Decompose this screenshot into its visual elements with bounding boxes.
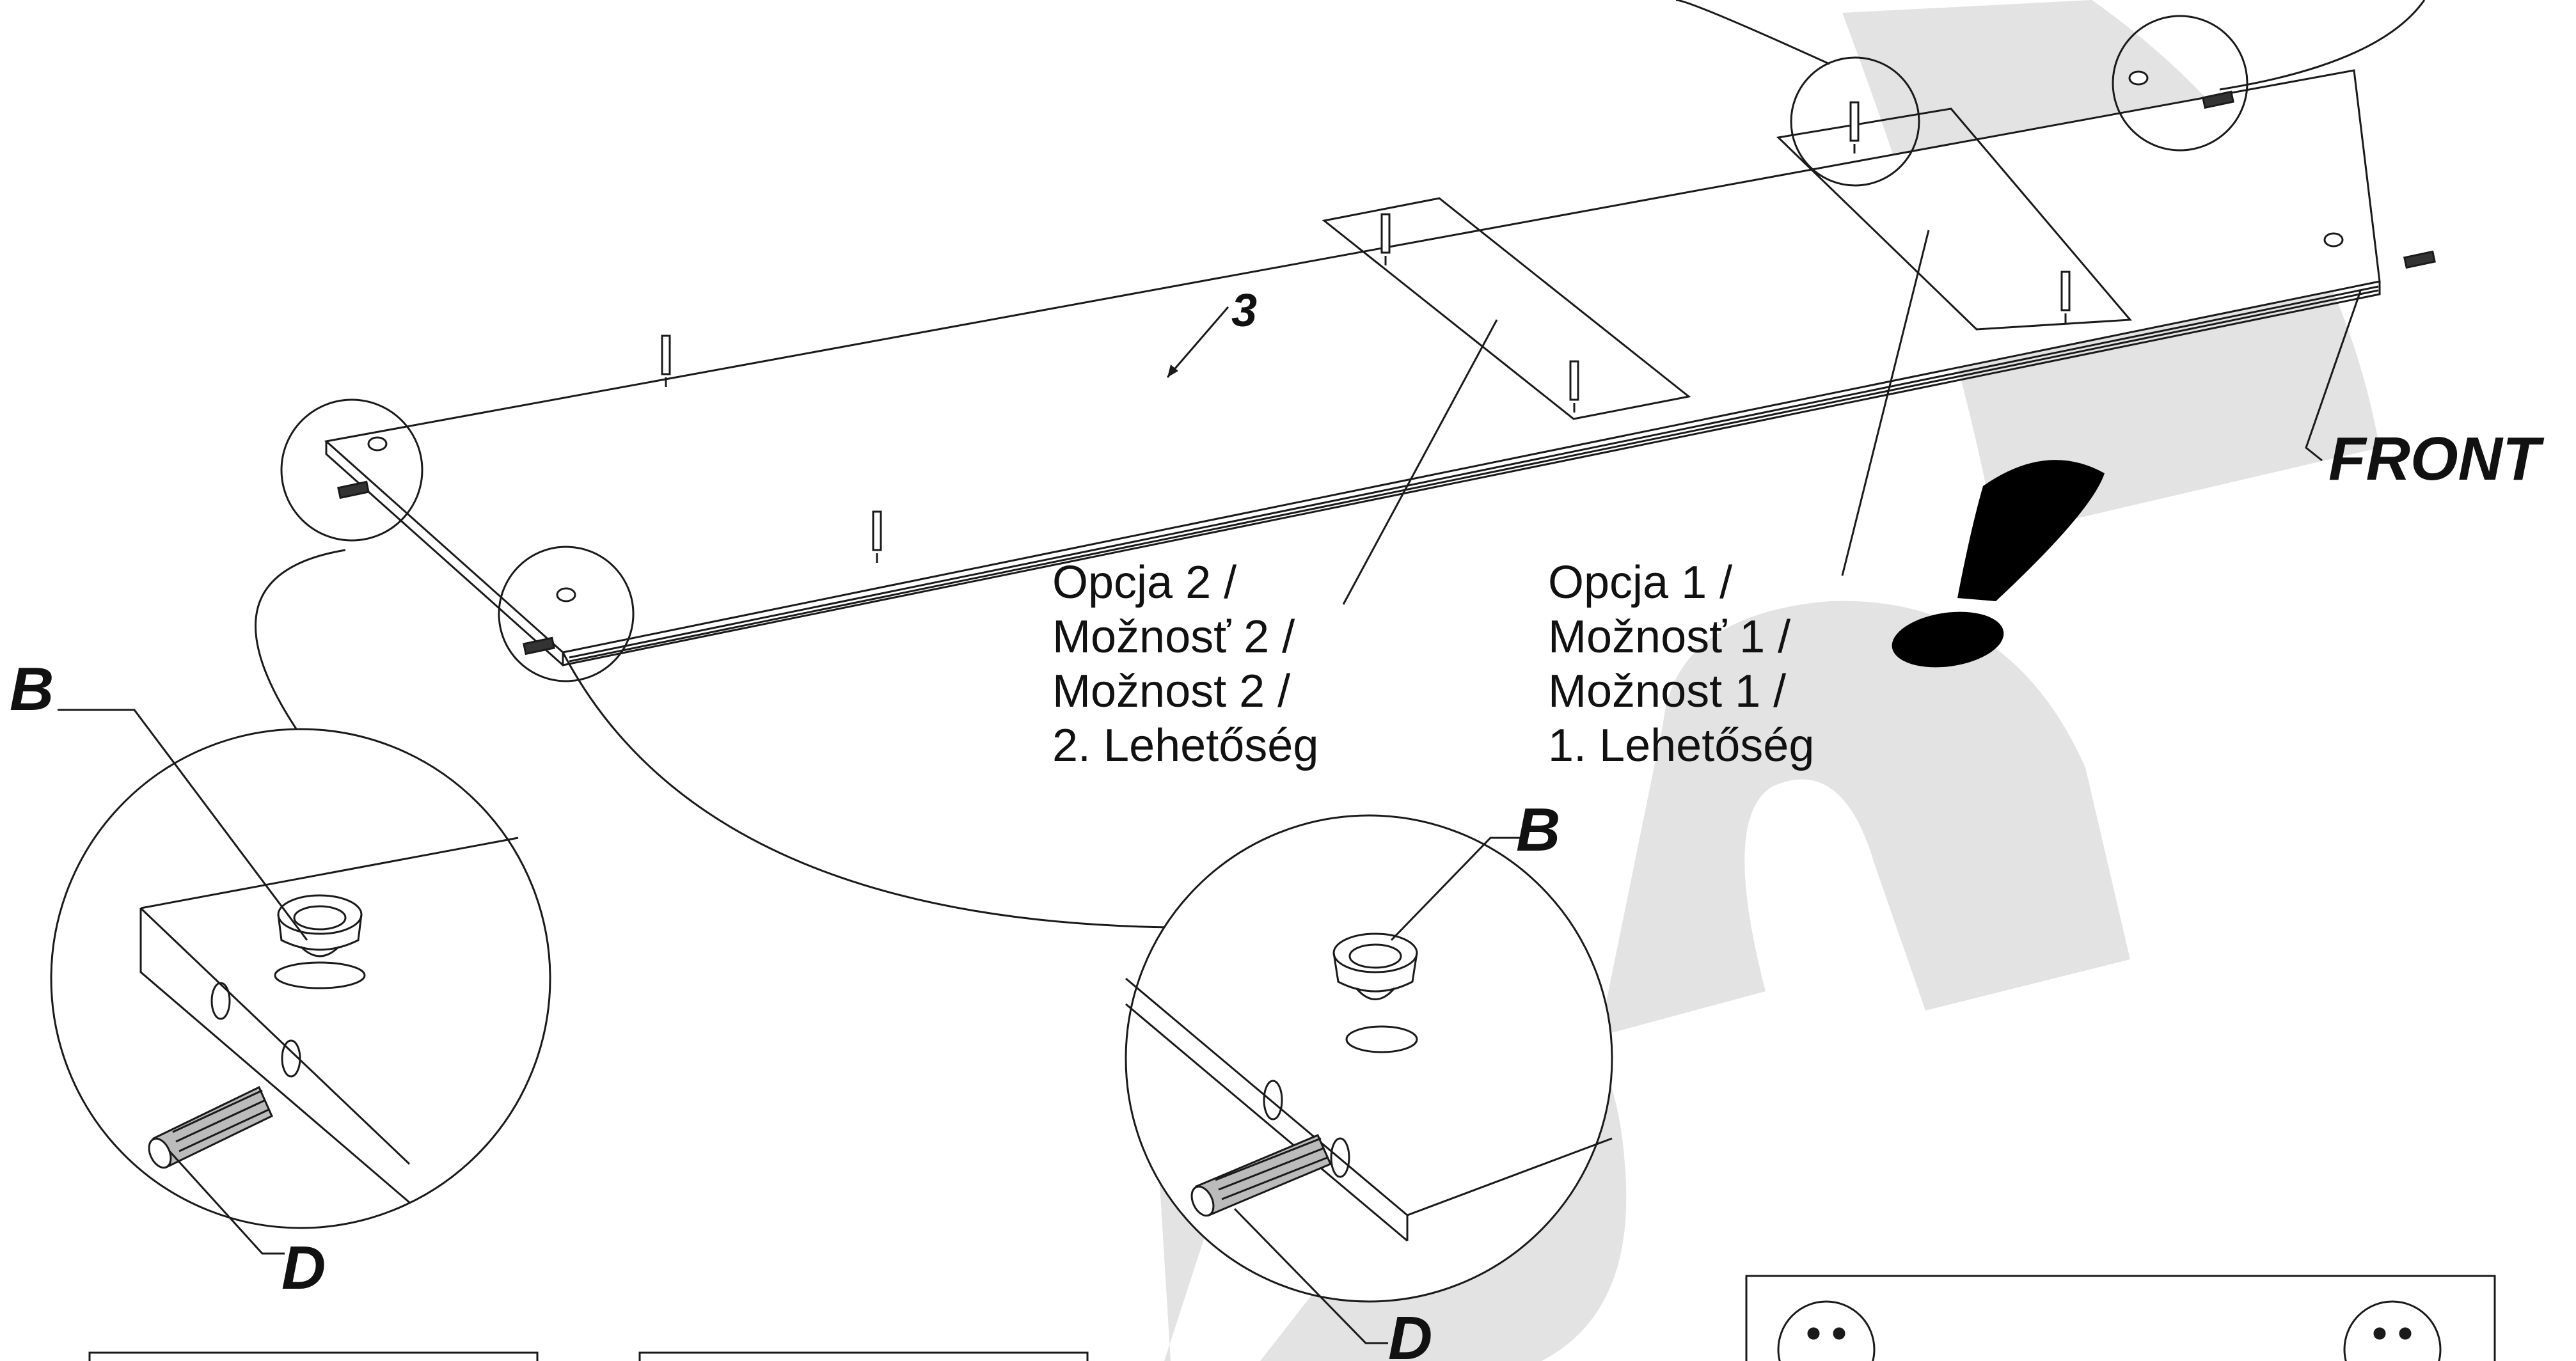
front-callout: FRONT <box>2305 290 2545 493</box>
screw-pin-icon <box>1849 101 1860 153</box>
detail-circle-left <box>50 728 551 1229</box>
exclamation-icon <box>1892 460 2105 668</box>
detail-markers <box>280 15 2248 682</box>
option-2-line-2: Možnosť 2 / <box>1052 611 1295 663</box>
dowel-icon <box>148 1085 273 1169</box>
label-b-mid-callout: B <box>1390 796 1560 941</box>
option-2-line-4: 2. Lehetőség <box>1052 720 1318 771</box>
screw-pins <box>661 101 2071 563</box>
label-d-mid-callout: D <box>1233 1208 1432 1361</box>
label-b-left: B <box>10 655 54 723</box>
label-b-left-callout: B <box>10 655 308 941</box>
bottom-boxes <box>88 1275 2496 1361</box>
option-1-line-4: 1. Lehetőség <box>1548 720 1814 771</box>
option-1-line-2: Možnosť 1 / <box>1548 611 1790 663</box>
screw-pin-icon <box>2060 271 2071 323</box>
label-d-mid: D <box>1388 1304 1432 1361</box>
corner-fittings <box>337 70 2436 656</box>
option-2-label: Opcja 2 / Možnosť 2 / Možnost 2 / 2. Leh… <box>1052 557 1318 771</box>
screw-pin-icon <box>1380 213 1391 265</box>
screw-pin-icon <box>661 334 671 387</box>
option-leaders <box>1342 230 1930 605</box>
option-1-label: Opcja 1 / Možnosť 1 / Možnost 1 / 1. Leh… <box>1548 557 1814 771</box>
connector-arcs <box>255 0 2426 929</box>
option-1-line-3: Možnost 1 / <box>1548 666 1786 717</box>
dowel-icon <box>1190 1134 1332 1217</box>
option-2-line-1: Opcja 2 / <box>1052 557 1237 608</box>
detail-circle-middle <box>1125 814 1613 1303</box>
label-d-left-callout: D <box>168 1150 326 1302</box>
front-label: FRONT <box>2328 425 2545 493</box>
option-2-line-3: Možnost 2 / <box>1052 666 1290 717</box>
label-d-left: D <box>281 1234 326 1302</box>
screw-pin-icon <box>1569 360 1579 413</box>
screw-pin-icon <box>872 510 882 563</box>
panel-3 <box>324 69 2381 666</box>
label-b-mid: B <box>1516 796 1560 864</box>
option-1-line-1: Opcja 1 / <box>1548 557 1732 608</box>
cam-lock-fitting-icon <box>1332 932 1418 1053</box>
part-number: 3 <box>1231 285 1257 336</box>
cam-lock-fitting-icon <box>274 894 366 989</box>
part-number-callout: 3 <box>1166 285 1257 378</box>
